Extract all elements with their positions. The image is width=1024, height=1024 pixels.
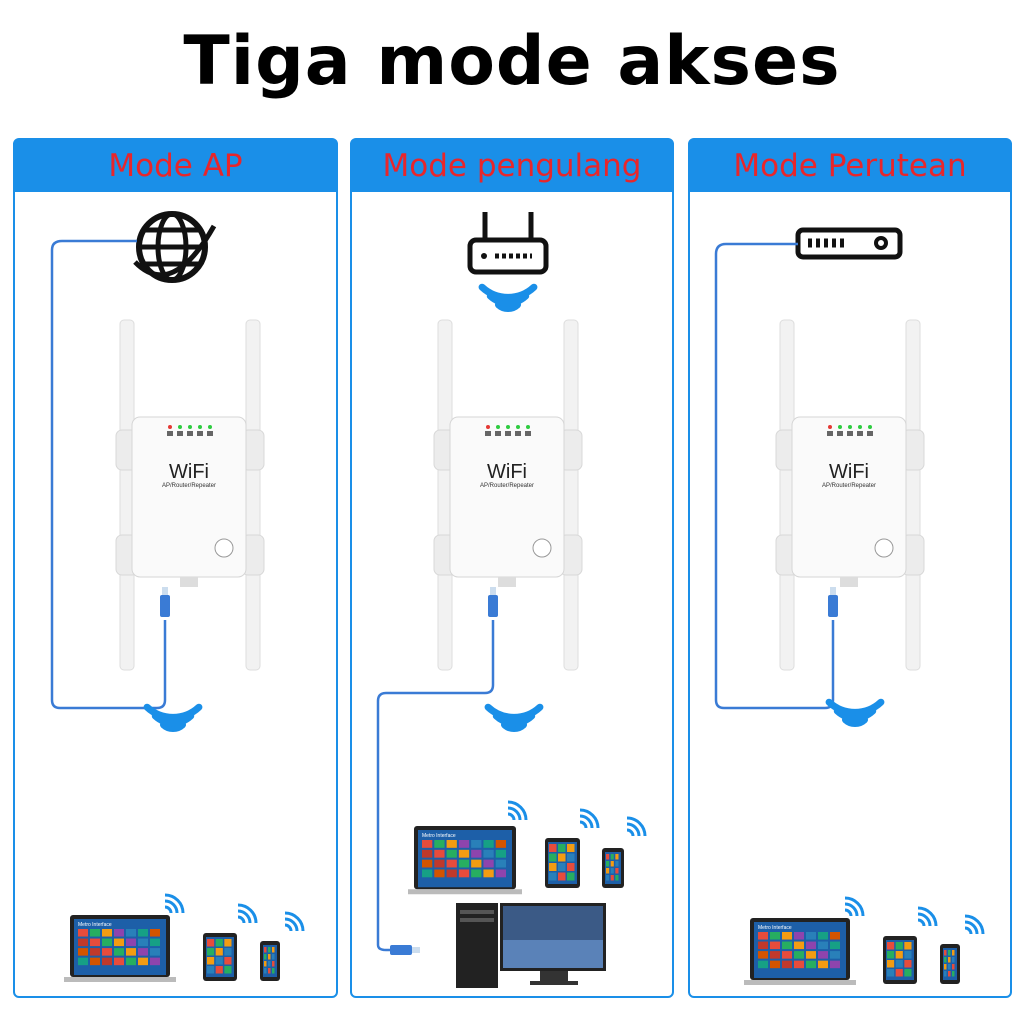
status-led	[838, 425, 842, 429]
wifi-signal-icon	[164, 893, 185, 914]
phone-icon	[940, 944, 960, 984]
device-subtitle: AP/Router/Repeater	[162, 483, 216, 489]
router-icon	[467, 212, 549, 275]
wifi-signal-icon	[626, 816, 647, 837]
status-led	[858, 425, 862, 429]
wifi-signal-icon	[507, 800, 528, 821]
wifi-waves-icon	[143, 703, 203, 732]
panel-header: Mode AP	[15, 140, 336, 192]
panel-title: Mode pengulang	[382, 148, 642, 184]
panel-title: Mode Perutean	[733, 148, 967, 184]
device-subtitle: AP/Router/Repeater	[822, 483, 876, 489]
wifi-signal-icon	[579, 808, 600, 829]
laptop-icon: Metro Interface	[744, 918, 856, 985]
globe-icon	[133, 211, 217, 283]
wifi-waves-icon	[825, 698, 885, 727]
laptop-icon: Metro Interface	[64, 915, 176, 982]
status-led	[168, 425, 172, 429]
status-led	[188, 425, 192, 429]
wps-button	[214, 538, 234, 558]
wifi-signal-icon	[917, 906, 938, 927]
panel-header: Mode pengulang	[352, 140, 672, 192]
panel-header: Mode Perutean	[690, 140, 1010, 192]
ethernet-cable	[376, 620, 495, 952]
tablet-icon	[203, 933, 237, 981]
ethernet-cable	[50, 239, 167, 710]
ethernet-plug-icon	[828, 587, 838, 617]
wifi-waves-icon	[478, 283, 538, 312]
screen-text: Metro Interface	[78, 922, 112, 928]
desktop-tower-icon	[456, 903, 498, 988]
monitor-icon	[500, 903, 606, 985]
wifi-signal-icon	[964, 914, 985, 935]
device-brand: WiFi	[829, 461, 869, 483]
status-led	[506, 425, 510, 429]
ethernet-plug-icon	[160, 587, 170, 617]
phone-icon	[602, 848, 624, 888]
status-led	[198, 425, 202, 429]
ethernet-plug-icon	[390, 945, 420, 955]
page-title: Tiga mode akses	[183, 22, 841, 101]
wifi-signal-icon	[237, 903, 258, 924]
laptop-icon: Metro Interface	[408, 826, 522, 895]
device-brand: WiFi	[487, 461, 527, 483]
screen-text: Metro Interface	[422, 833, 456, 839]
device-subtitle: AP/Router/Repeater	[480, 483, 534, 489]
panel-title: Mode AP	[108, 148, 243, 184]
status-led	[848, 425, 852, 429]
status-led	[868, 425, 872, 429]
status-led	[486, 425, 490, 429]
status-led	[178, 425, 182, 429]
tablet-icon	[545, 838, 580, 888]
screen-text: Metro Interface	[758, 925, 792, 931]
wifi-signal-icon	[284, 911, 305, 932]
status-led	[526, 425, 530, 429]
modem-icon	[795, 227, 903, 260]
wifi-waves-icon	[484, 703, 544, 732]
status-led	[208, 425, 212, 429]
wps-button	[532, 538, 552, 558]
status-led	[496, 425, 500, 429]
wps-button	[874, 538, 894, 558]
status-led	[828, 425, 832, 429]
phone-icon	[260, 941, 280, 981]
ethernet-plug-icon	[488, 587, 498, 617]
tablet-icon	[883, 936, 917, 984]
device-brand: WiFi	[169, 461, 209, 483]
status-led	[516, 425, 520, 429]
wifi-signal-icon	[844, 896, 865, 917]
